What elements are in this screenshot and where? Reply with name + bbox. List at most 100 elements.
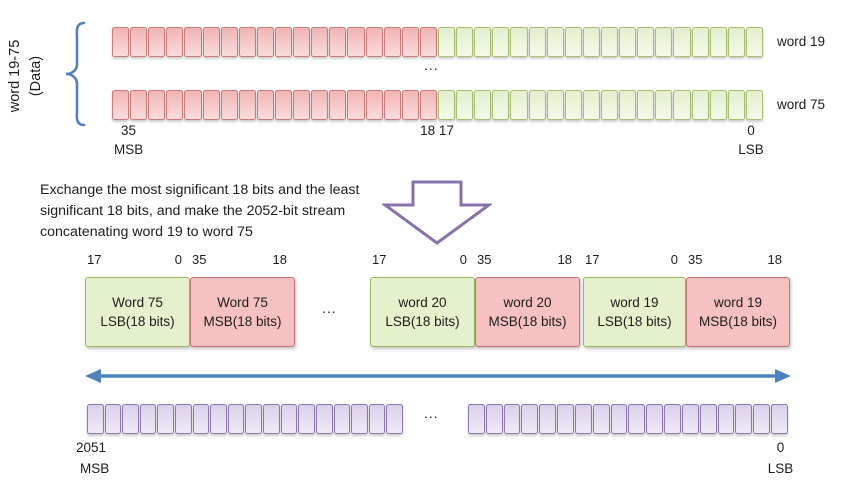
bit-cell-green <box>709 27 727 57</box>
bit-index: 35 <box>477 252 492 267</box>
bit-index: 35 <box>192 252 207 267</box>
bit-cell-purple <box>735 404 753 434</box>
bit-cell-pink <box>256 90 274 120</box>
box-line2: MSB(18 bits) <box>698 314 778 329</box>
bit-cell-purple <box>87 404 104 434</box>
bit-index: 18 <box>557 252 572 267</box>
bit-cell-green <box>528 90 546 120</box>
bit-cell-purple <box>368 404 386 434</box>
bit-cell-pink <box>311 27 329 57</box>
bit-cell-pink <box>148 90 166 120</box>
bit-cell-purple <box>717 404 735 434</box>
bit-cell-pink <box>130 27 148 57</box>
bit-cell-pink <box>401 27 419 57</box>
bit-cell-pink <box>419 27 437 57</box>
bit-cell-pink <box>184 90 202 120</box>
bit-cell-green <box>637 90 655 120</box>
bit-cell-green <box>546 90 564 120</box>
bit-cell-green <box>600 90 619 120</box>
bit-cell-purple <box>245 404 263 434</box>
bit-index: 17 <box>87 252 102 267</box>
bit-cell-pink <box>293 90 311 120</box>
word19-bit-row <box>112 27 763 57</box>
bit-cell-pink <box>274 27 293 57</box>
stream-bit-row-left <box>87 404 403 434</box>
box-line1: Word 75 <box>217 295 268 310</box>
word19-row-label: word 19 <box>777 34 826 49</box>
box-line2: LSB(18 bits) <box>385 314 460 329</box>
down-arrow-icon <box>382 180 492 245</box>
bit-cell-green <box>691 90 709 120</box>
bit-cell-purple <box>104 404 122 434</box>
word75-bit-row <box>112 90 763 120</box>
bit-cell-pink <box>202 90 220 120</box>
bit-cell-green <box>528 27 546 57</box>
stream-lsb-text: LSB <box>767 461 794 476</box>
bit-cell-pink <box>419 90 437 120</box>
bit-cell-green <box>456 90 474 120</box>
bit-index: 17 <box>585 252 600 267</box>
bit-cell-pink <box>311 90 329 120</box>
bit-cell-green <box>492 27 510 57</box>
box-line1: word 19 <box>713 295 763 310</box>
bit-cell-pink <box>347 27 365 57</box>
bit-cell-pink <box>184 27 202 57</box>
box-line2: LSB(18 bits) <box>100 314 175 329</box>
bit-cell-purple <box>628 404 646 434</box>
bit-cell-purple <box>315 404 333 434</box>
bit-cell-pink <box>166 90 184 120</box>
bit-cell-purple <box>485 404 503 434</box>
top-lsb-text: LSB <box>738 142 764 157</box>
pair1-lsb-bitlabels: 17 0 <box>85 252 190 267</box>
bit-cell-pink <box>293 27 311 57</box>
bit-cell-pink <box>401 90 419 120</box>
bit-cell-pink <box>274 90 293 120</box>
group-label-line1: word 19-75 <box>7 39 23 113</box>
stream-msb-index: 2051 <box>76 440 107 455</box>
bit-cell-pink <box>383 90 401 120</box>
bit-cell-pink <box>238 27 256 57</box>
box-line2: MSB(18 bits) <box>488 314 567 329</box>
bit-cell-green <box>600 27 619 57</box>
stream-bit-row-right <box>468 404 788 434</box>
box-line1: word 19 <box>610 295 659 310</box>
bit-cell-purple <box>771 404 788 434</box>
bit-cell-purple <box>192 404 210 434</box>
bit-cell-pink <box>365 90 383 120</box>
double-headed-arrow <box>85 369 791 383</box>
bit-cell-pink <box>202 27 220 57</box>
group-label-line2: (Data) <box>28 55 44 97</box>
bit-cell-pink <box>112 90 130 120</box>
pair2-msb-bitlabels: 35 18 <box>475 252 580 267</box>
bit-cell-green <box>655 90 673 120</box>
pair3-lsb-bitlabels: 17 0 <box>583 252 686 267</box>
bit-cell-purple <box>574 404 592 434</box>
bit-cell-pink <box>220 27 238 57</box>
bit-cell-green <box>437 90 456 120</box>
bit-index: 18 <box>272 252 287 267</box>
bit-cell-purple <box>646 404 664 434</box>
bit-cell-purple <box>539 404 557 434</box>
bit-cell-pink <box>238 90 256 120</box>
bit-index: 0 <box>459 252 467 267</box>
bit-cell-pink <box>130 90 148 120</box>
bit-cell-green <box>582 90 600 120</box>
pair3-msb-bitlabels: 35 18 <box>686 252 790 267</box>
bit-cell-pink <box>166 27 184 57</box>
bit-cell-green <box>673 27 691 57</box>
middle-ellipsis: ... <box>322 300 337 316</box>
bit-cell-green <box>582 27 600 57</box>
word75-msb-box: Word 75 MSB(18 bits) <box>190 277 295 347</box>
bit-cell-purple <box>175 404 192 434</box>
bit-cell-green <box>546 27 564 57</box>
bit-cell-green <box>474 90 492 120</box>
stream-msb-text: MSB <box>80 461 110 476</box>
bit-cell-purple <box>699 404 717 434</box>
bit-cell-green <box>655 27 673 57</box>
bit-cell-purple <box>610 404 628 434</box>
box-line1: word 20 <box>503 295 552 310</box>
bit-cell-green <box>564 90 582 120</box>
bit-cell-pink <box>383 27 401 57</box>
box-line2: MSB(18 bits) <box>203 314 282 329</box>
